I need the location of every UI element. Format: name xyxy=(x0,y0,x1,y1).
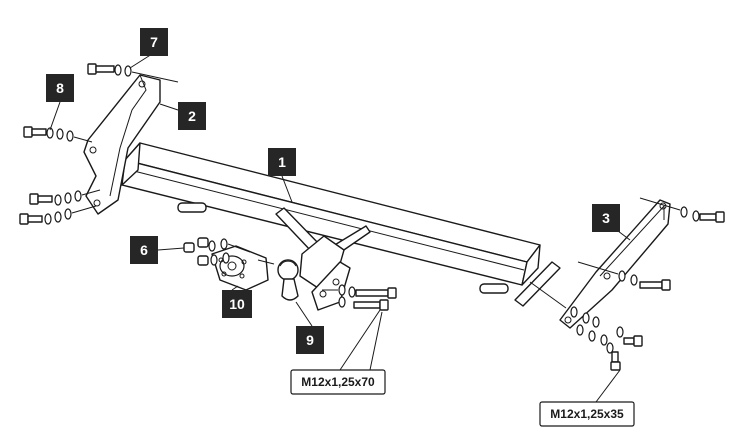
right-bracket-part-3 xyxy=(559,199,671,329)
callout-6-label: 6 xyxy=(140,242,148,258)
bolts-right-bracket xyxy=(529,197,725,371)
callout-8: 8 xyxy=(46,74,74,131)
callout-2-label: 2 xyxy=(188,108,196,124)
callout-7: 7 xyxy=(129,28,168,69)
callout-9: 9 xyxy=(295,301,324,354)
callout-1-label: 1 xyxy=(278,154,286,170)
bolts-long-m12x70 xyxy=(322,284,397,311)
bolt-part-8 xyxy=(23,126,93,143)
callout-9-label: 9 xyxy=(306,332,314,348)
callout-7-label: 7 xyxy=(150,34,158,50)
callout-1: 1 xyxy=(268,148,296,203)
callout-3-label: 3 xyxy=(602,210,610,226)
bolt-part-7 xyxy=(87,63,179,83)
crossbar-part-1 xyxy=(121,142,541,294)
spec-bolt-long: M12x1,25x70 xyxy=(290,309,386,395)
spec-bolt-long-label: M12x1,25x70 xyxy=(301,375,375,389)
callout-6: 6 xyxy=(130,236,185,264)
spec-bolt-short-label: M12x1,25x35 xyxy=(550,407,624,421)
socket-plate-part-10 xyxy=(211,245,275,291)
bolts-lower-left xyxy=(19,189,101,225)
spec-bolt-short: M12x1,25x35 xyxy=(539,369,635,427)
callout-3: 3 xyxy=(592,204,631,241)
left-bracket-part-2 xyxy=(83,74,161,215)
callout-10-label: 10 xyxy=(229,296,245,312)
callout-8-label: 8 xyxy=(56,80,64,96)
callout-10: 10 xyxy=(222,285,252,318)
callout-2: 2 xyxy=(159,102,206,130)
nuts-washers-part-6 xyxy=(183,237,251,266)
right-end-plate xyxy=(514,261,561,307)
